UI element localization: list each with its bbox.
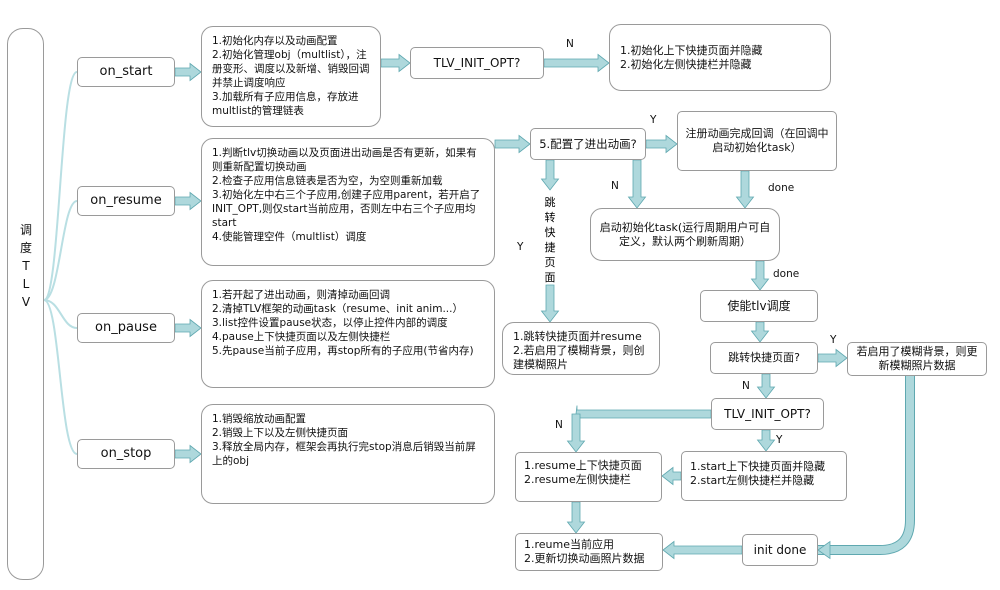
connector-to-on-start: [43, 71, 78, 301]
update-blur-photo: 若启用了模糊背景，则更新模糊照片数据: [847, 342, 987, 376]
label-done-2: done: [773, 268, 800, 280]
arrow-resume-desc: [174, 191, 202, 211]
arrow-cfg-no: [627, 159, 647, 209]
anim-config-check: 5.配置了进出动画?: [530, 128, 646, 160]
stage-on-resume: on_resume: [77, 186, 175, 216]
arrow-initopt-no: [543, 53, 610, 73]
arrow-start-to-resume: [661, 466, 682, 486]
label-y-jump-left: Y: [517, 241, 524, 253]
label-n-jump: N: [742, 380, 750, 392]
arrow-blur-to-done-head: [817, 540, 831, 560]
on-pause-description: 1.若开起了进出动画，则清掉动画回调 2.清掉TLV框架的动画task（resu…: [201, 280, 495, 388]
arrow-cfg-yes: [645, 134, 678, 154]
label-y-opt: Y: [776, 434, 783, 446]
arrow-pause-desc: [174, 318, 202, 338]
arrow-jump-result: [540, 284, 560, 323]
label-y-jump: Y: [830, 334, 837, 346]
register-anim-callback: 注册动画完成回调（在回调中启动初始化task）: [677, 111, 837, 171]
connector-to-on-resume: [43, 200, 78, 301]
stage-on-pause: on_pause: [77, 313, 175, 343]
arrow-jumpq-yes: [817, 348, 848, 368]
label-n-cfg: N: [611, 180, 619, 192]
arrow-enable-jumpq: [750, 321, 770, 343]
resume-current-app: 1.reume当前应用 2.更新切换动画照片数据: [515, 533, 663, 571]
label-y-cfg: Y: [650, 114, 657, 126]
arrow-start-to-initopt: [380, 53, 411, 73]
connector-to-on-stop: [43, 299, 78, 455]
scheduler-sidebar: 调 度 T L V: [7, 28, 44, 580]
arrow-stop-desc: [174, 444, 202, 464]
init-opt-check-mid: TLV_INIT_OPT?: [711, 398, 824, 430]
connector-to-on-pause: [43, 299, 78, 329]
init-done: init done: [742, 534, 818, 566]
arrow-to-resume-cur: [566, 501, 586, 534]
label-done-1: done: [768, 182, 795, 194]
arrow-jumpq-no: [756, 373, 776, 399]
jump-shortcut-result: 1.跳转快捷页面并resume 2.若启用了模糊背景，则创建模糊照片: [502, 322, 660, 375]
jump-shortcut-check: 跳转快捷页面?: [710, 342, 818, 374]
on-resume-description: 1.判断tlv切换动画以及页面进出动画是否有更新，如果有则重新配置切换动画 2.…: [201, 138, 495, 266]
resume-shortcuts: 1.resume上下快捷页面2.resume左侧快捷栏: [515, 452, 662, 502]
init-opt-check-top: TLV_INIT_OPT?: [410, 47, 544, 79]
enable-tlv-schedule: 使能tlv调度: [700, 290, 818, 322]
sidebar-title: 调 度 T L V: [19, 223, 32, 309]
arrow-register-done: [735, 170, 755, 209]
on-start-description: 1.初始化内存以及动画配置 2.初始化管理obj（multlist），注册变形、…: [201, 26, 381, 127]
arrow-task-done: [750, 260, 770, 291]
init-shortcuts-hidden: 1.初始化上下快捷页面并隐藏 2.初始化左侧快捷栏并隐藏: [609, 24, 831, 91]
start-init-task: 启动初始化task(运行周期用户可自定义，默认两个刷新周期）: [590, 208, 780, 261]
on-stop-description: 1.销毁缩放动画配置 2.销毁上下以及左侧快捷页面 3.释放全局内存，框架会再执…: [201, 404, 495, 504]
arrow-opt-no-v: [566, 413, 586, 453]
arrow-opt-yes: [756, 429, 776, 452]
label-n-opt: N: [555, 419, 563, 431]
arrow-start-desc: [174, 62, 202, 82]
arrow-opt-no-h: [575, 405, 712, 423]
stage-on-stop: on_stop: [77, 439, 175, 469]
stage-on-start: on_start: [77, 57, 175, 87]
arrow-resume-to-cfg: [494, 134, 531, 154]
arrow-blur-to-done: [818, 376, 914, 554]
start-shortcuts-hidden: 1.start上下快捷页面并隐藏 2.start左侧快捷栏并隐藏: [681, 451, 847, 501]
jump-shortcut-vertical-text: 跳 转 快 捷 页 面: [544, 196, 556, 284]
arrow-cfg-down: [540, 159, 560, 191]
label-n-top: N: [566, 38, 574, 50]
arrow-initdone-left: [662, 540, 743, 560]
